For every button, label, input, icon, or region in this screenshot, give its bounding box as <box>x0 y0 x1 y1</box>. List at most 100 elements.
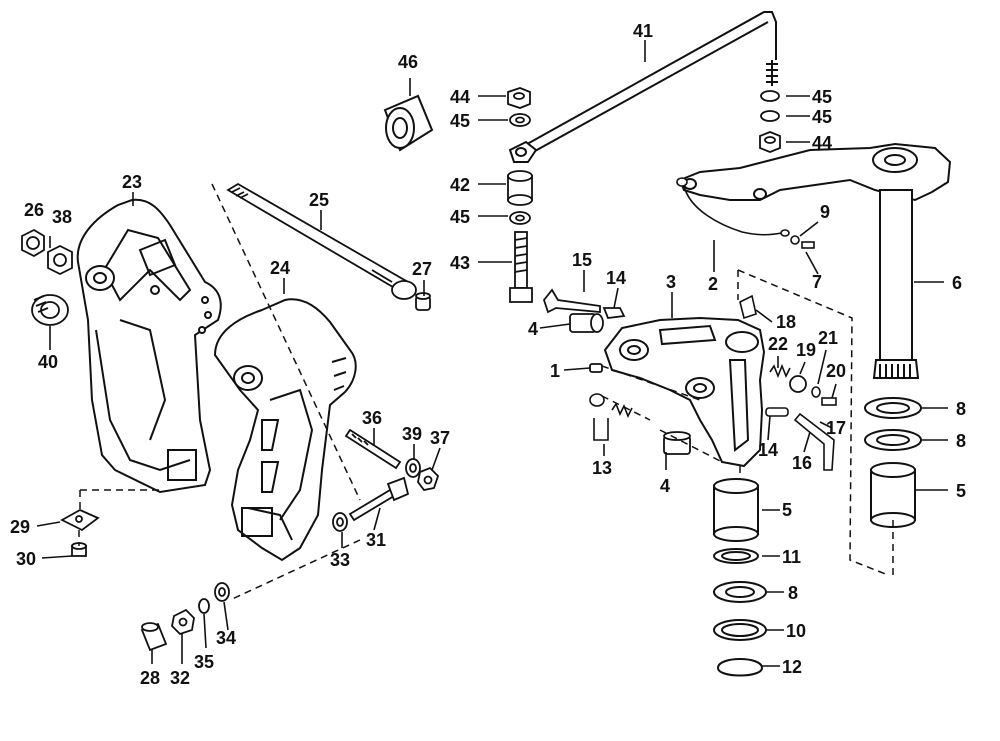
fitting-40 <box>31 294 69 326</box>
swivel-bracket-3 <box>603 316 766 468</box>
block-46 <box>383 94 434 152</box>
callout-13: 13 <box>592 458 612 478</box>
nut-38 <box>47 244 73 276</box>
spacer-28 <box>140 622 168 652</box>
washer-9 <box>790 235 800 245</box>
callout-22: 22 <box>768 334 788 354</box>
callout-41: 41 <box>633 21 653 41</box>
screw-20 <box>821 397 837 406</box>
bolt-31 <box>348 476 410 522</box>
callout-9: 9 <box>820 202 830 222</box>
bushing-42 <box>507 170 533 206</box>
callout-5: 5 <box>956 481 966 501</box>
callout-28: 28 <box>140 668 160 688</box>
lock-spring-13 <box>589 393 633 418</box>
callout-45: 45 <box>812 107 832 127</box>
callout-44: 44 <box>812 133 832 153</box>
callout-14: 14 <box>606 268 626 288</box>
bracket-15 <box>542 288 601 314</box>
knob-19 <box>789 375 807 393</box>
callout-14: 14 <box>758 440 778 460</box>
callout-45: 45 <box>450 111 470 131</box>
callout-8: 8 <box>956 399 966 419</box>
washer-45-right-1 <box>760 90 780 102</box>
washer-34 <box>214 582 230 602</box>
bushing-5-right <box>870 462 916 528</box>
tilt-tube-25 <box>226 182 417 300</box>
washer-21 <box>811 386 821 398</box>
plate-29 <box>60 508 100 532</box>
callout-19: 19 <box>796 340 816 360</box>
nut-26 <box>21 228 45 258</box>
nut-32 <box>171 608 195 636</box>
callout-40: 40 <box>38 352 58 372</box>
retaining-ring-12 <box>717 658 764 677</box>
washer-39 <box>405 458 421 478</box>
callout-21: 21 <box>818 328 838 348</box>
washer-45-top <box>509 113 531 127</box>
callout-29: 29 <box>10 517 30 537</box>
bushing-4-bottom <box>663 431 691 455</box>
callout-23: 23 <box>122 172 142 192</box>
wire-2 <box>676 177 790 237</box>
callout-26: 26 <box>24 200 44 220</box>
washer-8-right-1 <box>864 397 922 419</box>
callout-4: 4 <box>528 319 538 339</box>
callout-12: 12 <box>782 657 802 677</box>
washer-8-right-2 <box>864 429 922 451</box>
washer-10 <box>713 619 767 641</box>
callout-33: 33 <box>330 550 350 570</box>
stern-bracket-23 <box>76 198 222 494</box>
callout-46: 46 <box>398 52 418 72</box>
callout-37: 37 <box>430 428 450 448</box>
bolt-43 <box>509 231 533 303</box>
bushing-5-lower <box>713 478 759 542</box>
callout-24: 24 <box>270 258 290 278</box>
callout-17: 17 <box>826 418 846 438</box>
seal-11 <box>713 548 759 564</box>
callout-45: 45 <box>812 87 832 107</box>
bolt-36 <box>344 428 402 470</box>
callout-4: 4 <box>660 476 670 496</box>
callout-1: 1 <box>550 361 560 381</box>
callout-38: 38 <box>52 207 72 227</box>
nut-37 <box>417 466 440 491</box>
washer-33 <box>332 512 348 532</box>
callout-11: 11 <box>782 547 801 567</box>
stern-bracket-24 <box>213 298 357 562</box>
steering-arm-6 <box>678 142 952 379</box>
callout-8: 8 <box>788 583 798 603</box>
callout-labels: 46 44 45 41 42 45 43 45 45 44 9 7 2 6 23… <box>10 21 966 688</box>
pin-14-top <box>602 307 626 319</box>
callout-39: 39 <box>402 424 422 444</box>
callout-30: 30 <box>16 549 36 569</box>
callout-44: 44 <box>450 87 470 107</box>
washer-45-mid <box>509 211 531 225</box>
callout-45: 45 <box>450 207 470 227</box>
callout-leaders <box>36 40 948 667</box>
callout-10: 10 <box>786 621 806 641</box>
nut-44-top <box>507 87 531 109</box>
callout-18: 18 <box>776 312 796 332</box>
callout-25: 25 <box>309 190 329 210</box>
washer-35 <box>198 598 210 614</box>
steering-link-41 <box>508 11 778 163</box>
callout-5: 5 <box>782 500 792 520</box>
callout-42: 42 <box>450 175 470 195</box>
clip-18 <box>739 294 757 320</box>
washer-45-right-2 <box>760 110 780 122</box>
callout-16: 16 <box>792 453 812 473</box>
callout-32: 32 <box>170 668 190 688</box>
callout-15: 15 <box>572 250 592 270</box>
callout-2: 2 <box>708 274 718 294</box>
callout-7: 7 <box>812 272 822 292</box>
callout-35: 35 <box>194 652 214 672</box>
screw-7 <box>801 241 815 249</box>
callout-3: 3 <box>666 272 676 292</box>
assembly-lines <box>78 183 894 601</box>
callout-6: 6 <box>952 273 962 293</box>
lever-16 <box>793 412 835 471</box>
nut-44-right <box>759 131 781 153</box>
callout-8: 8 <box>956 431 966 451</box>
